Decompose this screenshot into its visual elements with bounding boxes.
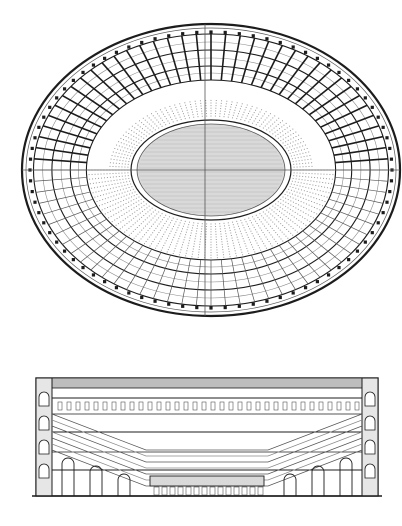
end-wall-arches bbox=[38, 391, 376, 479]
substructure-arches bbox=[61, 457, 353, 496]
amphitheatre-section bbox=[32, 377, 382, 497]
outer-pier-row bbox=[28, 30, 394, 310]
amphitheatre-plan bbox=[20, 22, 402, 318]
gallery-openings bbox=[57, 401, 360, 411]
arena-level bbox=[149, 475, 265, 487]
hypogeum bbox=[153, 486, 264, 496]
radial-walls bbox=[33, 34, 389, 306]
attic-band bbox=[35, 377, 379, 389]
arena-hatch bbox=[139, 127, 283, 213]
